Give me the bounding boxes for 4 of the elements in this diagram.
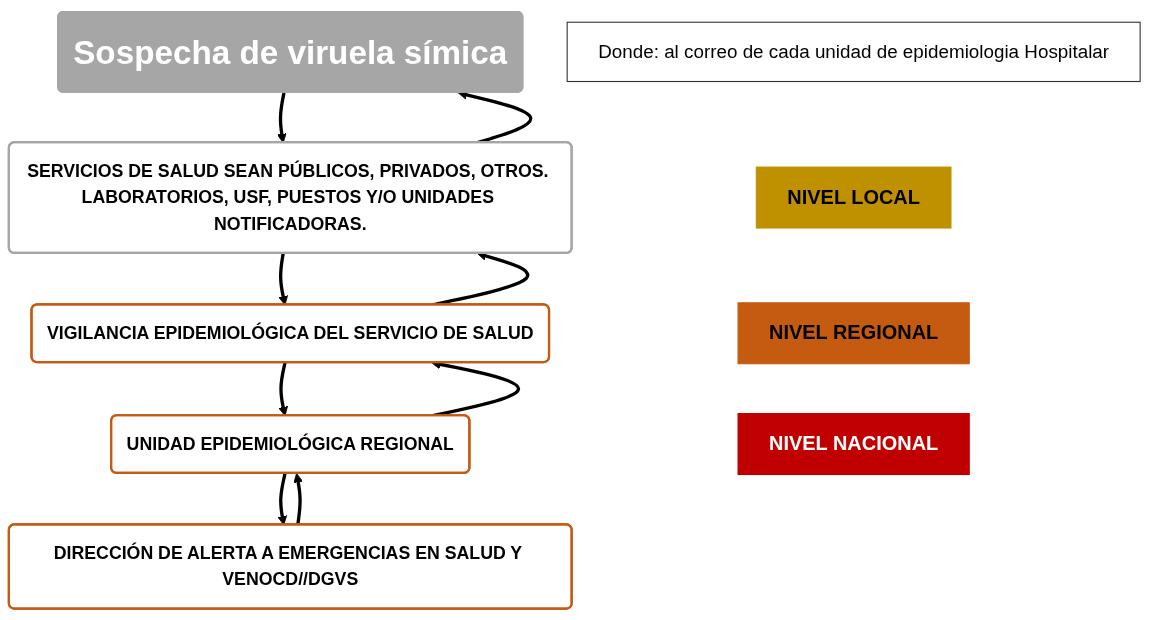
- node-box: NIVEL REGIONAL: [737, 302, 970, 365]
- node-box: NIVEL LOCAL: [755, 166, 952, 229]
- node-box: Donde: al correo de cada unidad de epidemiologia Hospitalar: [566, 21, 1141, 83]
- node-box: NIVEL NACIONAL: [737, 413, 970, 476]
